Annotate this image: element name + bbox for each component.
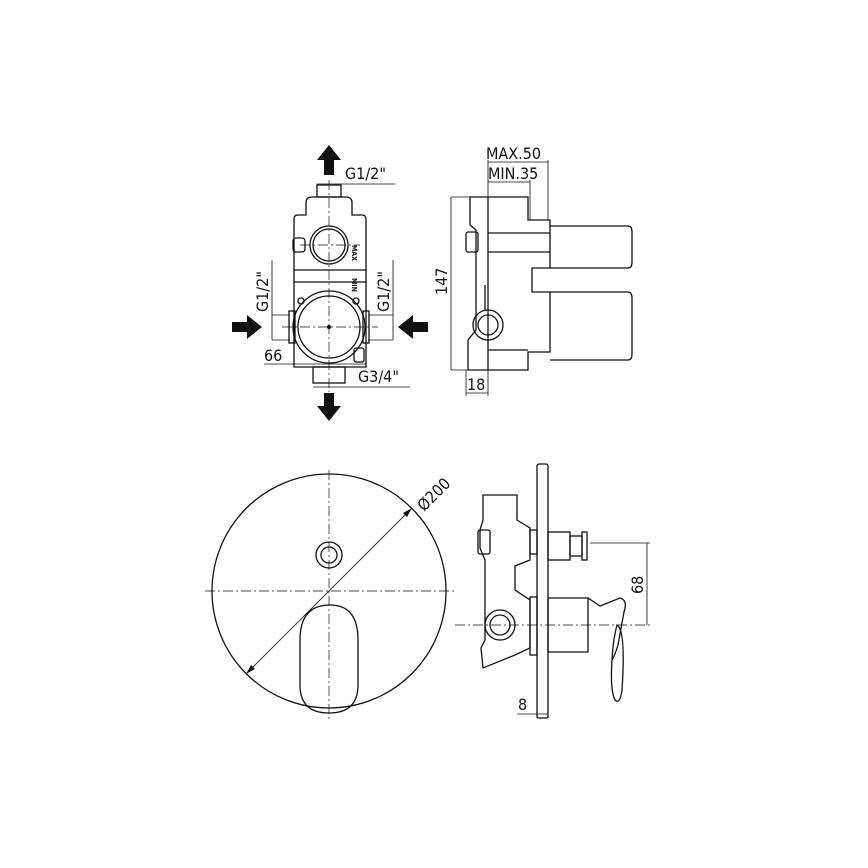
cover-plate-front: Ø200 xyxy=(205,470,455,720)
cover-plate-side xyxy=(455,463,650,719)
diameter-dim-label: Ø200 xyxy=(413,474,454,515)
left-inlet-label: G1/2" xyxy=(253,271,272,312)
side-view-dimensions: MAX.50 MIN.35 147 18 xyxy=(432,144,549,396)
arrow-left-icon xyxy=(398,315,428,339)
arrow-down-icon xyxy=(317,393,341,421)
height-dim-label: 147 xyxy=(432,268,451,295)
width-dim-label: 66 xyxy=(264,346,282,365)
spacing-dim-label: 68 xyxy=(628,576,647,594)
cover-plate-side-dimensions: 68 8 xyxy=(517,542,650,718)
arrow-up-icon xyxy=(317,145,341,175)
front-view-dimensions: G1/2" G1/2" G1/2" 66 G3/4" xyxy=(253,164,410,388)
flow-arrows xyxy=(232,145,428,421)
top-outlet-label: G1/2" xyxy=(345,164,386,183)
plate-dim-label: 8 xyxy=(518,695,527,714)
max-mark: MAX xyxy=(350,245,358,261)
offset-dim-label: 18 xyxy=(467,375,485,394)
min-mark: MIN xyxy=(350,278,358,292)
right-inlet-label: G1/2" xyxy=(374,271,393,312)
bottom-outlet-label: G3/4" xyxy=(358,367,399,386)
arrow-right-icon xyxy=(232,315,262,339)
front-view-body: MAX MIN xyxy=(282,180,378,392)
min-depth-label: MIN.35 xyxy=(488,164,538,183)
max-depth-label: MAX.50 xyxy=(486,144,541,163)
side-view-body xyxy=(465,196,633,371)
